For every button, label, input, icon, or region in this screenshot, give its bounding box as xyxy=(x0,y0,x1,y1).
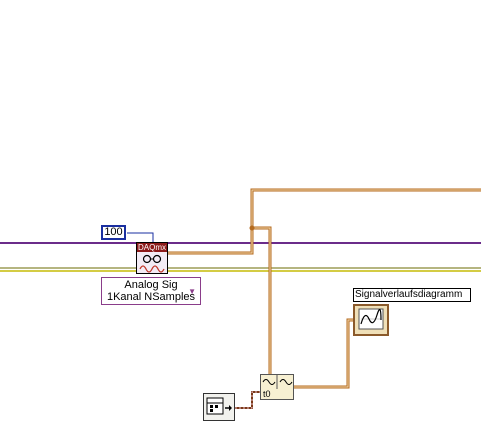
chart-wire-inner xyxy=(294,319,355,388)
waveform-chart-icon xyxy=(358,308,384,330)
poly-selector-line2: 1Kanal NSamples xyxy=(106,291,196,303)
build-waveform-node[interactable]: t0 xyxy=(260,374,294,400)
wire-junction xyxy=(249,225,255,231)
poly-selector-line1: Analog Sig xyxy=(124,279,178,291)
daqmx-read-node[interactable]: DAQmx xyxy=(136,242,168,274)
chart-wire-outer[interactable] xyxy=(294,318,355,389)
dropdown-arrow-icon[interactable]: ▼ xyxy=(188,287,196,296)
glasses-icon xyxy=(139,254,165,273)
waveform-icon xyxy=(262,375,293,399)
waveform-chart-terminal[interactable] xyxy=(353,304,389,336)
waveform-wire-inner xyxy=(168,189,481,254)
waveform-branch-inner xyxy=(252,227,271,374)
waveform-branch-outer[interactable] xyxy=(252,226,272,374)
get-date-time-node[interactable] xyxy=(203,393,235,421)
timestamp-wire[interactable] xyxy=(235,391,262,409)
daqmx-body xyxy=(137,252,167,273)
polymorphic-selector[interactable]: Analog Sig 1Kanal NSamples ▼ xyxy=(101,277,201,305)
timestamp-wire-highlight xyxy=(235,391,262,409)
daqmx-title: DAQmx xyxy=(137,243,167,252)
t0-label: t0 xyxy=(263,389,271,399)
numeric-constant[interactable]: 100 xyxy=(101,225,126,240)
constant-wire[interactable] xyxy=(127,232,154,242)
clock-calendar-icon xyxy=(206,397,232,415)
waveform-chart-label[interactable]: Signalverlaufsdiagramm xyxy=(353,288,471,302)
